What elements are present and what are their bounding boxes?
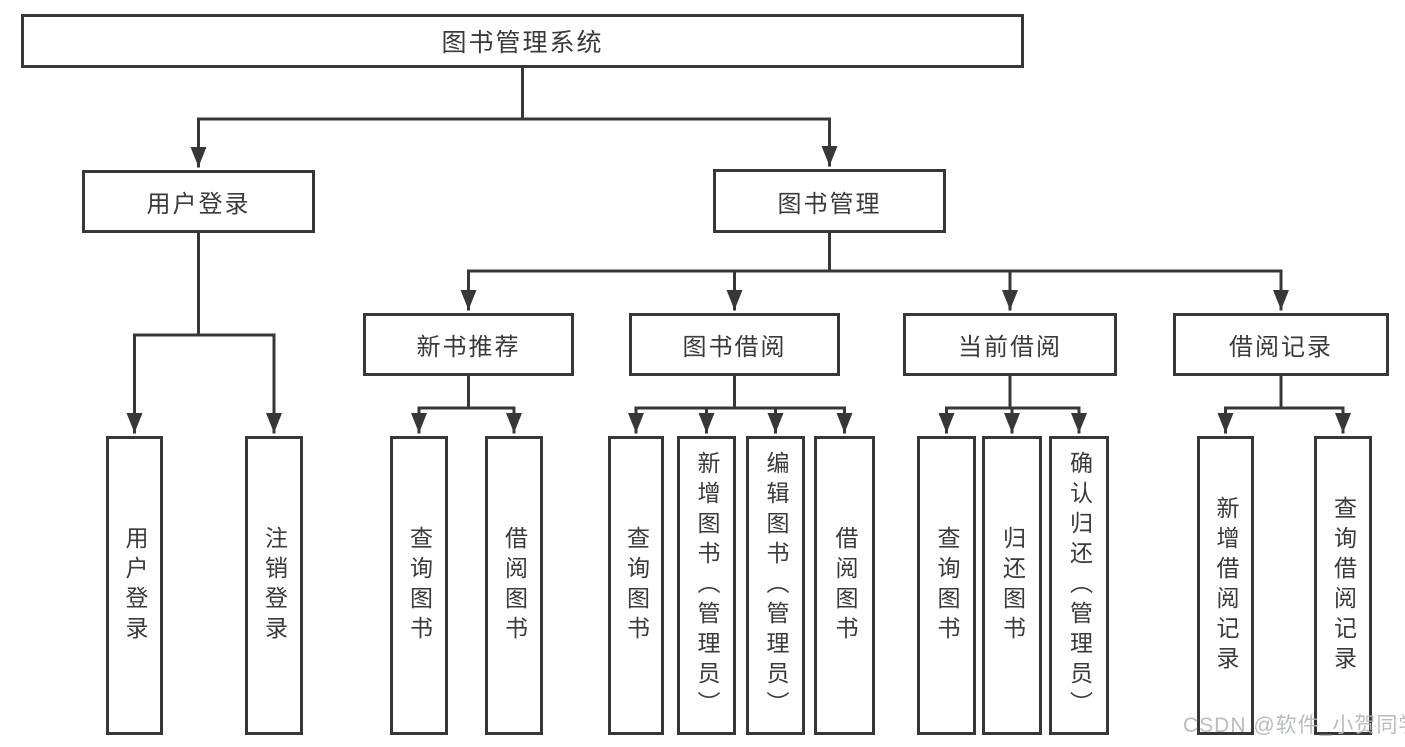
node-book-borrow: 图书借阅 xyxy=(629,313,840,376)
csdn-watermark: CSDN @软件_小贺同学 xyxy=(1183,714,1405,737)
leaf-borrow-book: 借阅图书 xyxy=(814,436,875,735)
leaf-user-login: 用户登录 xyxy=(106,436,163,735)
node-borrow-records: 借阅记录 xyxy=(1173,313,1389,376)
leaf-logout: 注销登录 xyxy=(245,436,303,735)
leaf-confirm-return-admin: 确认归还（管理员） xyxy=(1049,436,1109,735)
leaf-add-borrow-record: 新增借阅记录 xyxy=(1197,436,1254,735)
leaf-query-borrow-record: 查询借阅记录 xyxy=(1314,436,1372,735)
leaf-query-book-current: 查询图书 xyxy=(917,436,976,735)
node-new-book-recommend: 新书推荐 xyxy=(363,313,574,376)
leaf-return-book: 归还图书 xyxy=(982,436,1042,735)
leaf-query-book-recommend: 查询图书 xyxy=(390,436,448,735)
leaf-add-book-admin: 新增图书（管理员） xyxy=(677,436,736,735)
node-root-system: 图书管理系统 xyxy=(21,14,1024,68)
node-current-borrow: 当前借阅 xyxy=(903,313,1117,376)
node-user-login: 用户登录 xyxy=(82,170,315,233)
node-book-management: 图书管理 xyxy=(713,169,946,233)
leaf-query-book-borrow: 查询图书 xyxy=(608,436,664,735)
leaf-edit-book-admin: 编辑图书（管理员） xyxy=(746,436,805,735)
leaf-borrow-book-recommend: 借阅图书 xyxy=(485,436,543,735)
